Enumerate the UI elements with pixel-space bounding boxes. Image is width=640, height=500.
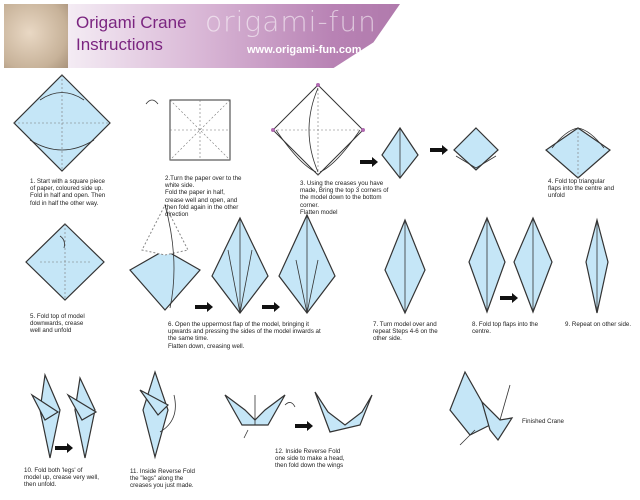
title-line-1: Origami Crane	[76, 13, 187, 32]
step-10-text: 10. Fold both 'legs' of model up, crease…	[24, 467, 99, 489]
step-4-text: 4. Fold top triangular flaps into the ce…	[548, 178, 615, 200]
step2-diagram	[145, 99, 231, 161]
step12-diagram	[224, 391, 373, 439]
step4-diagram	[545, 127, 611, 179]
step-9-text: 9. Repeat on other side.	[565, 321, 632, 328]
arrow-icon	[500, 293, 518, 303]
step6-diagram	[129, 203, 336, 314]
finished-crane-label: Finished Crane	[522, 418, 564, 425]
step-2-text: 2.Turn the paper over to the white side.…	[165, 175, 242, 219]
step7-diagram	[384, 218, 426, 315]
step1-diagram	[13, 74, 111, 172]
step-5-text: 5. Fold top of model downwards, crease w…	[30, 313, 85, 335]
step11-diagram	[139, 370, 176, 460]
brand-logo: origami-fun	[205, 5, 377, 38]
step3-diagram	[271, 83, 499, 179]
turn-over-arrow-icon	[145, 99, 159, 105]
title-line-2: Instructions	[76, 35, 163, 54]
step-6-text: 6. Open the uppermost flap of the model,…	[168, 321, 321, 350]
step-3-text: 3. Using the creases you have made, Brin…	[300, 180, 389, 216]
step-1-text: 1. Start with a square piece of paper, c…	[30, 178, 106, 207]
arrow-icon	[262, 302, 280, 312]
website-link[interactable]: www.origami-fun.com	[247, 44, 362, 56]
crane-photo	[4, 4, 68, 68]
arrow-icon	[360, 157, 378, 167]
step-8-text: 8. Fold top flaps into the centre.	[472, 321, 539, 336]
arrow-icon	[55, 443, 73, 453]
step-11-text: 11. Inside Reverse Fold the "legs" along…	[130, 468, 195, 490]
arrow-icon	[430, 145, 448, 155]
arrow-icon	[295, 421, 313, 431]
step10-diagram	[30, 372, 98, 459]
step-7-text: 7. Turn model over and repeat Steps 4-6 …	[373, 321, 438, 343]
step-12-text: 12. Inside Reverse Fold one side to make…	[275, 448, 345, 470]
arrow-icon	[195, 302, 213, 312]
step5-diagram	[25, 223, 105, 301]
step9-diagram	[585, 217, 609, 314]
banner-background	[68, 4, 400, 68]
step8-diagram	[468, 216, 553, 314]
finished-crane-diagram	[449, 370, 514, 446]
